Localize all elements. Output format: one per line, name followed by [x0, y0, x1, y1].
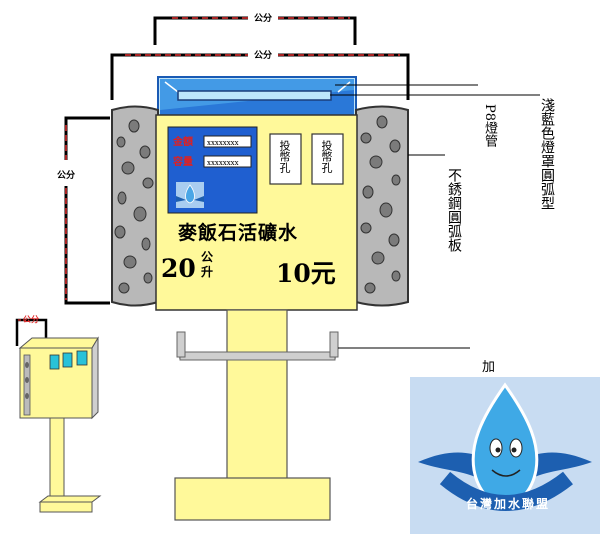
callout-side-plate: 不銹鋼圓弧板	[446, 168, 462, 252]
dimension-top-outer: 公分	[153, 10, 357, 45]
logo-left-wing-icon	[418, 452, 485, 478]
callout-lamp: P8燈管	[482, 104, 497, 148]
dimension-label-left: 公分	[57, 169, 75, 181]
amount-label: 金額	[172, 135, 193, 148]
dimension-label-top-outer: 公分	[254, 12, 272, 24]
small-machine: 公分	[15, 314, 102, 513]
dimension-left-height: 公分	[50, 116, 110, 305]
coin-slot-panel-right[interactable]	[311, 133, 344, 185]
alliance-logo	[410, 377, 600, 534]
dimension-label-top-inner: 公分	[254, 49, 272, 61]
price-label: 10元	[276, 259, 336, 288]
volume-label: 容量	[172, 155, 193, 168]
volume-value: xxxxxxxx	[207, 159, 239, 167]
base-plate	[174, 477, 331, 521]
right-side-plate	[355, 105, 409, 307]
amount-value: xxxxxxxx	[207, 139, 239, 147]
mini-water-drop-icon	[185, 184, 195, 204]
logo-text: 台灣加水聯盟	[466, 497, 551, 511]
dimension-top-inner: 公分	[110, 47, 410, 100]
left-side-plate	[111, 105, 159, 307]
light-box	[157, 76, 357, 118]
callout-light-cover: 淺藍色燈罩圓弧型	[539, 98, 555, 210]
logo-right-wing-icon	[525, 452, 592, 478]
callout-lines	[330, 84, 540, 349]
callout-bottom: 加	[482, 360, 496, 375]
dimension-label-small: 公分	[23, 314, 39, 324]
display-screen: 金額 xxxxxxxx 容量 xxxxxxxx	[167, 126, 258, 214]
coin-slot-panel-left[interactable]	[269, 133, 302, 185]
coin-slot-label-left: 投幣孔	[278, 140, 291, 173]
support-pole	[174, 309, 339, 521]
volume-unit-bottom: 升	[201, 265, 214, 279]
volume-unit-top: 公	[201, 250, 214, 264]
product-name: 麥飯石活礦水	[178, 222, 299, 244]
p8-lamp-tube	[177, 90, 332, 101]
volume-number: 20	[161, 254, 196, 283]
coin-slot-label-right: 投幣孔	[320, 140, 333, 173]
